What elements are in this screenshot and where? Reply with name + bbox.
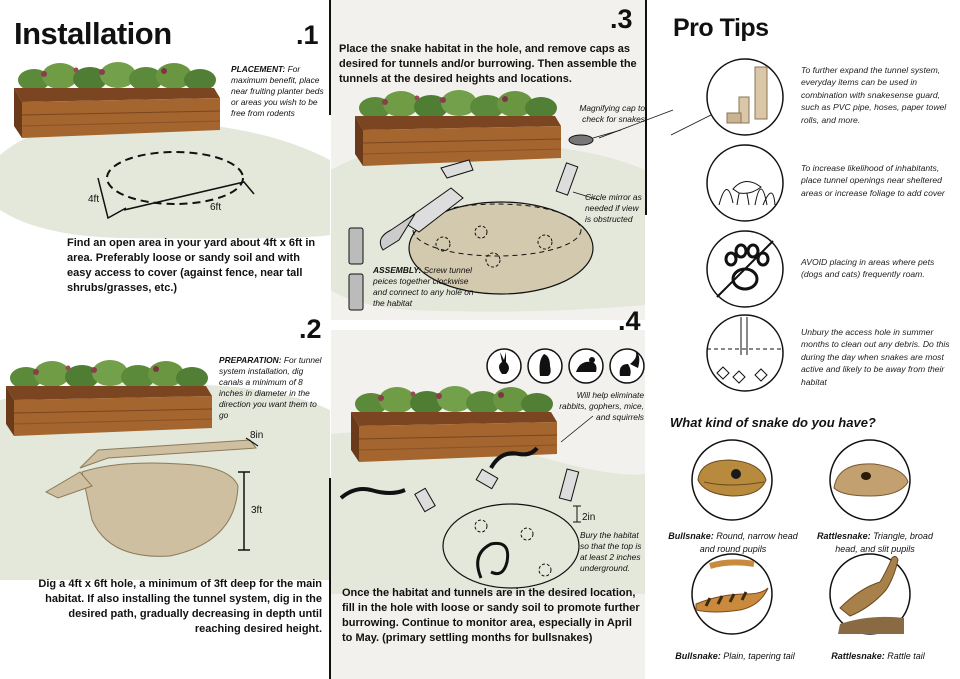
magnifying-cap-note: Magnifying cap to check for snakes — [579, 103, 645, 124]
rattlesnake-tail-caption: Rattlesnake: Rattle tail — [831, 651, 925, 661]
dimension-top: 2in — [582, 512, 596, 523]
tunnel-piece — [348, 227, 364, 265]
step-1-illustration — [0, 61, 330, 239]
rodent-icons — [486, 348, 645, 384]
divider-left — [329, 0, 331, 115]
step-3-illustration — [331, 89, 674, 312]
page-title: Installation — [14, 16, 172, 51]
bullsnake-tail-caption: Bullsnake: Plain, tapering tail — [675, 651, 795, 661]
snake-habitat — [408, 201, 594, 295]
bullsnake-head-caption: Bullsnake: Round, narrow head and round … — [668, 531, 798, 554]
dug-hole — [81, 462, 239, 557]
dimension-depth: 3ft — [251, 505, 263, 516]
pro-tips-icons — [670, 58, 784, 392]
tunnel-piece — [348, 273, 364, 311]
step-4-body: Once the habitat and tunnels are in the … — [342, 587, 640, 644]
tip-4: Unbury the access hole in summer months … — [801, 327, 950, 387]
snake-body — [489, 446, 539, 470]
rattlesnake-head-caption: Rattlesnake: Triangle, broad head, and s… — [817, 531, 933, 554]
vertical-tunnel — [555, 162, 579, 196]
preparation-note: PREPARATION: For tunnel system installat… — [219, 355, 322, 420]
pro-tips-title: Pro Tips — [673, 14, 769, 42]
raised-planter — [350, 385, 558, 463]
step-2-body: Dig a 4ft x 6ft hole, a minimum of 3ft d… — [38, 578, 322, 635]
raised-planter — [5, 359, 213, 437]
bullsnake-tail-photo — [691, 553, 773, 635]
step-4-number: .4 — [618, 306, 641, 336]
step-2-number: .2 — [299, 314, 322, 344]
divider-step-4 — [329, 478, 331, 679]
dimension-width: 6ft — [210, 202, 222, 213]
step-3-body: Place the snake habitat in the hole, and… — [339, 43, 637, 85]
buried-habitat — [442, 503, 580, 589]
dimension-depth: 4ft — [88, 194, 100, 205]
raised-planter — [13, 61, 221, 139]
step-3-number: .3 — [610, 4, 633, 34]
raised-planter — [354, 89, 562, 167]
assembly-note: ASSEMBLY: Screw tunnel peices together c… — [373, 265, 474, 308]
dimension-canal: 8in — [250, 430, 264, 441]
step-4-illustration — [331, 385, 645, 594]
tip-2: To increase likelihood of inhabitants, p… — [801, 163, 945, 198]
step-1-body: Find an open area in your yard about 4ft… — [67, 237, 316, 294]
snake-body — [339, 487, 406, 500]
magnifying-cap — [568, 134, 594, 146]
divider-right — [645, 0, 647, 215]
step-1-number: .1 — [296, 20, 319, 50]
grass-patch — [0, 121, 330, 239]
tip-1: To further expand the tunnel system, eve… — [801, 65, 947, 125]
placement-note: PLACEMENT: For maximum benefit, place ne… — [231, 64, 324, 118]
step-2-illustration — [0, 359, 330, 580]
tip-3: AVOID placing in areas where pets (dogs … — [801, 257, 935, 280]
snake-coiled — [476, 541, 510, 579]
pipe-tube — [754, 66, 768, 120]
rodents-note: Will help eliminate rabbits, gophers, mi… — [559, 390, 644, 422]
bury-note: Bury the habitat so that the top is at l… — [580, 530, 642, 573]
debris-icon — [706, 314, 784, 392]
snake-question: What kind of snake do you have? — [670, 415, 876, 430]
snake-photos — [691, 439, 911, 635]
mirror-note: Circle mirror as needed if view is obstr… — [585, 192, 642, 224]
dig-outline — [106, 151, 244, 205]
